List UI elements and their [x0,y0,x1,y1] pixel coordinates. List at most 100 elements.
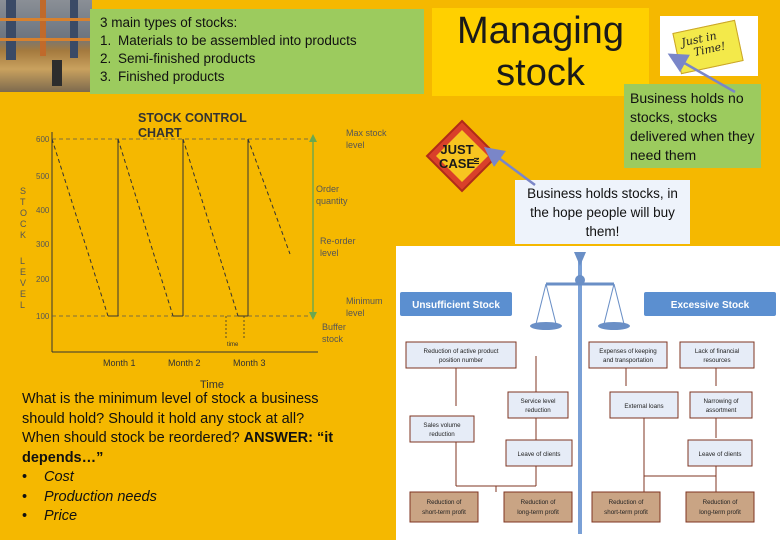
svg-text:short-term profit: short-term profit [422,509,466,516]
svg-text:E: E [20,267,26,277]
box-long-term-profit-1 [503,491,573,523]
box-expenses [588,341,668,369]
just-in-case-badge: JUST CASE IN [424,118,500,194]
svg-text:Lack of financial: Lack of financial [695,348,739,355]
svg-text:External loans: External loans [624,403,663,410]
list-item: 1.Materials to be assembled into product… [100,33,357,48]
x-tick: Month 2 [168,358,201,368]
svg-text:V: V [20,278,26,288]
box-external-loans [609,391,679,419]
stock-balance-diagram: Unsufficient Stock Excessive Stock Reduc… [396,246,780,540]
y-tick: 600 [36,135,50,144]
svg-text:stock: stock [322,334,344,344]
svg-text:short-term profit: short-term profit [604,509,648,516]
svg-text:Expenses of keeping: Expenses of keeping [599,348,657,355]
svg-text:Leave of clients: Leave of clients [518,451,561,458]
label-max-stock: Max stock [346,128,387,138]
x-axis-label: Time [200,379,224,391]
box-narrowing [689,391,753,419]
time-label: time [227,342,239,348]
list-item: •Production needs [22,488,157,505]
svg-text:Reduction of: Reduction of [703,499,738,506]
box-long-term-profit-2 [685,491,755,523]
badge-text-just: JUST [440,142,473,157]
svg-text:Leave of clients: Leave of clients [699,451,742,458]
svg-text:level: level [320,248,339,258]
jit-sticky-note-image: Just in Time! [660,16,758,76]
slide-title: Managing stock [432,8,649,96]
list-item: 2.Semi-finished products [100,51,256,66]
svg-text:level: level [346,140,365,150]
svg-text:long-term profit: long-term profit [699,509,741,516]
box-leave-clients-2 [687,439,753,467]
svg-text:Reduction of: Reduction of [427,499,462,506]
y-tick: 200 [36,275,50,284]
balance-scale-icon [530,252,630,534]
box-short-term-profit-1 [409,491,479,523]
label-reorder-level: Re-order [320,236,356,246]
svg-text:Narrowing of: Narrowing of [703,398,738,405]
svg-text:Excessive Stock: Excessive Stock [671,300,750,311]
badge-text-in: IN [474,158,481,165]
y-axis-label: S T O C K L E V E L [20,186,27,310]
svg-text:L: L [20,256,25,266]
svg-text:and transportation: and transportation [603,357,653,364]
insufficient-stock-header [400,292,512,316]
label-minimum-level: Minimum [346,296,383,306]
box-sales-volume [409,415,475,443]
title-line-2: stock [496,52,585,94]
svg-text:O: O [20,208,27,218]
svg-text:S: S [20,186,26,196]
svg-text:Sales volume: Sales volume [423,422,461,429]
stock-control-chart: STOCK CONTROL CHART S T O C K L E V E L … [20,111,387,391]
list-item: •Cost [22,469,74,485]
label-order-quantity: Order [316,184,339,194]
factor-list: •Cost •Production needs •Price [22,468,402,527]
y-tick: 100 [36,312,50,321]
stock-types-heading: 3 main types of stocks: [100,15,238,30]
svg-text:Reduction of active product: Reduction of active product [424,348,499,355]
x-tick: Month 3 [233,358,266,368]
svg-text:Reduction of: Reduction of [609,499,644,506]
list-item: 3.Finished products [100,69,225,84]
svg-text:reduction: reduction [525,407,551,414]
chart-title-1: STOCK CONTROL [138,111,247,125]
svg-text:resources: resources [703,357,730,364]
jit-description: Business holds no stocks, stocks deliver… [624,84,761,168]
stock-level-series [51,138,291,317]
excessive-stock-header [644,292,776,316]
title-line-1: Managing [457,10,624,52]
svg-text:level: level [346,308,365,318]
box-short-term-profit-2 [591,491,661,523]
box-reduction-active [405,341,517,369]
badge-text-case: CASE [439,156,475,171]
box-service-level [507,391,569,419]
box-lack-financial [679,341,755,369]
label-buffer-stock: Buffer [322,322,346,332]
svg-text:K: K [20,230,26,240]
jic-description: Business holds stocks, in the hope peopl… [515,180,690,244]
chart-title-2: CHART [138,126,182,140]
stock-types-list: 1.Materials to be assembled into product… [100,32,414,86]
svg-text:position number: position number [439,357,483,364]
box-leave-clients-1 [505,439,573,467]
svg-text:reduction: reduction [429,431,455,438]
svg-text:Service level: Service level [520,398,555,405]
list-item: •Price [22,508,78,524]
stock-types-box: 3 main types of stocks: 1.Materials to b… [90,9,424,94]
svg-text:quantity: quantity [316,196,348,206]
y-tick: 400 [36,206,50,215]
warehouse-photo [0,0,92,92]
svg-text:assortment: assortment [706,407,737,414]
svg-text:T: T [20,197,26,207]
svg-text:C: C [20,219,27,229]
sticky-note: Just in Time! [672,19,744,75]
svg-text:L: L [20,300,25,310]
svg-text:Unsufficient Stock: Unsufficient Stock [412,300,500,311]
x-tick: Month 1 [103,358,136,368]
question-text: What is the minimum level of stock a bus… [22,390,402,535]
svg-text:Reduction of: Reduction of [521,499,556,506]
svg-text:long-term profit: long-term profit [517,509,559,516]
y-tick: 500 [36,172,50,181]
y-tick: 300 [36,240,50,249]
